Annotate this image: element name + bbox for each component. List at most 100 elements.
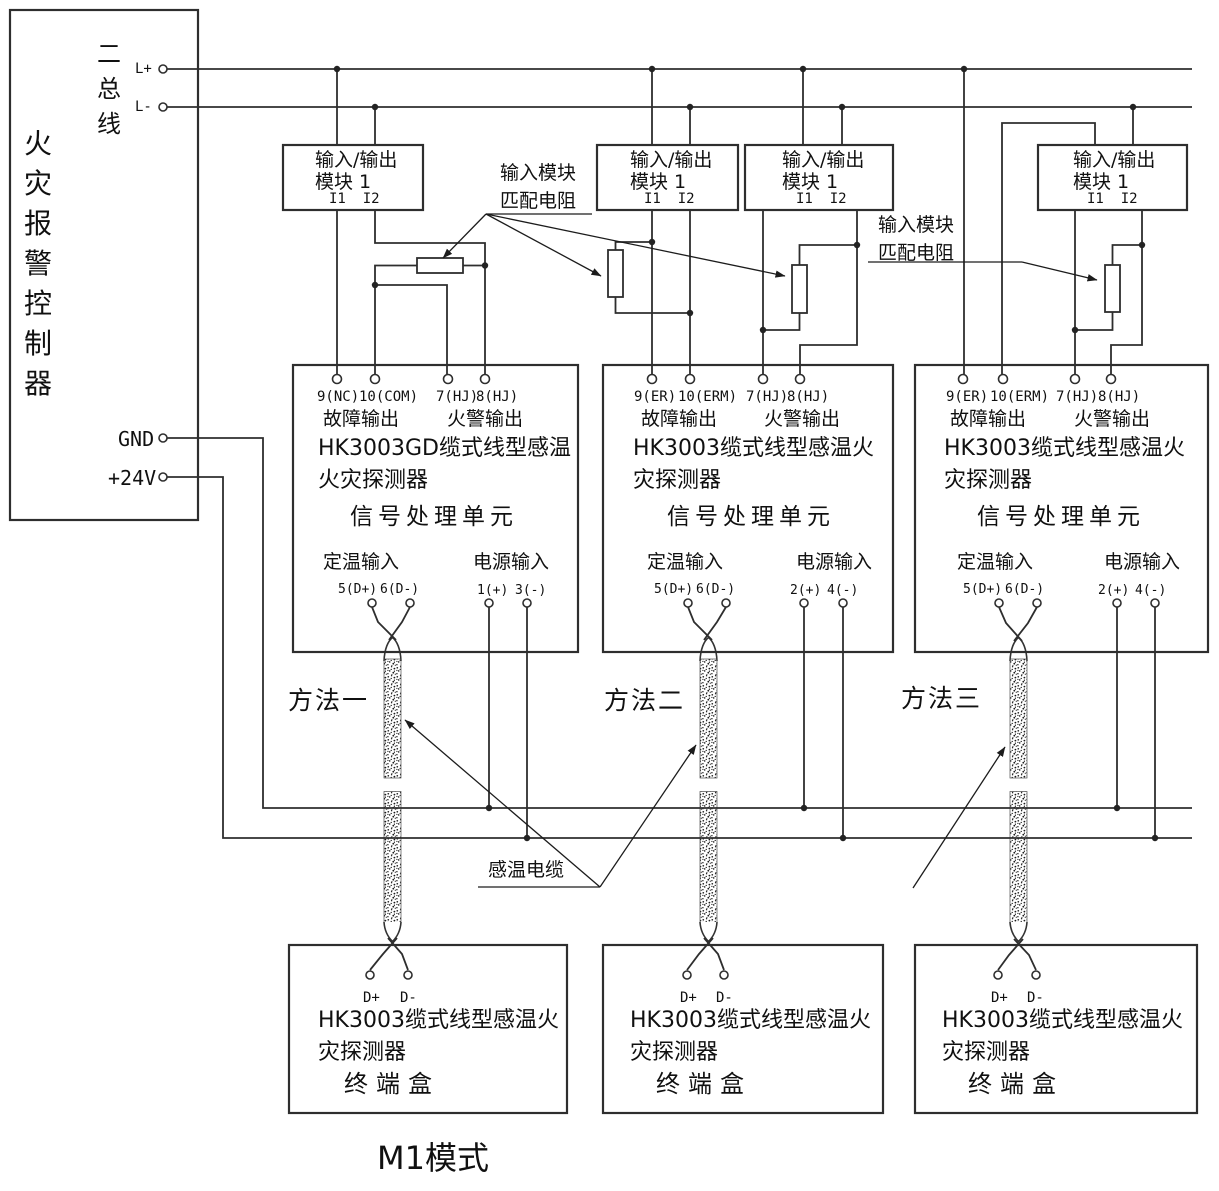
controller-terminals [158,64,168,482]
module4-subtitle: 模块 1 [1073,171,1130,193]
controller-bus-label: 二总线 [97,40,121,138]
detector2-power-terminal-2: 2(+) [790,583,822,598]
detector-bottom-terminals [367,598,1160,608]
module4-wiring [1074,210,1143,375]
cable-label: 感温电缆 [488,859,565,881]
detector3-model-line2: 灾探测器 [944,468,1033,493]
junction-dots [333,65,1159,842]
tbox1-label: 终端盒 [344,1070,440,1098]
detector2-terminal-9: 9(ER) [634,389,677,405]
detector3-fault-label: 故障输出 [950,408,1027,430]
module1-wiring [336,210,486,375]
module4-title: 输入/输出 [1073,149,1156,171]
detector-power-wires [488,607,1156,838]
resistor-note2-leaders [868,261,1098,282]
tbox1-model-line2: 灾探测器 [318,1040,407,1065]
terminal-box-cross-wires [369,937,1037,971]
detector1-terminal-7: 7(HJ) [436,389,479,405]
detector1-fault-label: 故障输出 [323,408,400,430]
tbox2-dminus-label: D- [716,990,733,1006]
detector2-power-terminal-4: 4(-) [827,583,859,598]
loop-bus-lines [167,68,1192,108]
tbox3-dminus-label: D- [1027,990,1044,1006]
module-bus-wires [336,69,1134,375]
sensing-cable-3 [1009,636,1028,943]
detector2-model-line2: 灾探测器 [633,468,722,493]
detector2-fire-label: 火警输出 [764,408,841,430]
detector1-power-terminal-1: 1(+) [477,583,509,598]
terminal-label-lplus: L+ [135,61,152,77]
detector1-terminal-8: 8(HJ) [476,389,519,405]
power-bus-lines [167,437,1192,839]
detector1-model-line1: HK3003GD缆式线型感温 [318,436,571,461]
method3-label: 方法三 [901,684,983,713]
resistor-note2-line1: 输入模块 [878,214,955,236]
detector2-temp-terminal-6: 6(D-) [696,582,736,597]
module4-io-label: I1 I2 [1087,191,1138,207]
detector2-terminal-10: 10(ERM) [678,389,738,405]
detector3-terminal-8: 8(HJ) [1098,389,1141,405]
detector3-model-line1: HK3003缆式线型感温火 [944,436,1185,461]
resistor-note1-leaders [442,213,786,278]
method2-label: 方法二 [604,686,686,715]
detector3-temp-terminal-5: 5(D+) [963,582,1003,597]
module3-io-label: I1 I2 [796,191,847,207]
tbox2-dplus-label: D+ [680,990,697,1006]
detector1-fire-label: 火警输出 [447,408,524,430]
module3-wiring [762,210,858,375]
tbox2-model-line2: 灾探测器 [630,1040,719,1065]
tbox3-model-line2: 灾探测器 [942,1040,1031,1065]
detector1-terminal-9: 9(NC) [317,389,360,405]
detector-cable-cross-wires [371,606,1038,642]
detector1-power-terminal-3: 3(-) [515,583,547,598]
sensing-cable-2 [699,636,718,943]
detector3-terminal-10: 10(ERM) [990,389,1050,405]
detector2-fault-label: 故障输出 [641,408,718,430]
module2-subtitle: 模块 1 [630,171,687,193]
terminal-label-24v: +24V [108,466,157,490]
module2-title: 输入/输出 [630,149,713,171]
io-module-boxes [281,143,1189,212]
detector3-terminal-9: 9(ER) [946,389,989,405]
matching-resistor-4 [1104,264,1121,313]
detector3-temp-terminal-6: 6(D-) [1005,582,1045,597]
detector3-fire-label: 火警输出 [1074,408,1151,430]
matching-resistor-2 [607,249,624,298]
mode-title: M1模式 [377,1139,489,1177]
module1-subtitle: 模块 1 [315,171,372,193]
resistor-note1-line2: 匹配电阻 [500,190,577,212]
detector1-power-label: 电源输入 [473,551,550,573]
detector1-temp-label: 定温输入 [323,551,400,573]
detector3-power-terminal-2: 2(+) [1098,583,1130,598]
module3-subtitle: 模块 1 [782,171,839,193]
tbox3-label: 终端盒 [968,1070,1064,1098]
cable-label-leaders [404,719,1006,889]
matching-resistor-1 [416,257,464,274]
module1-io-label: I1 I2 [329,191,380,207]
detector2-temp-terminal-5: 5(D+) [654,582,694,597]
tbox1-dminus-label: D- [400,990,417,1006]
terminal-box-outlines [287,943,1199,1115]
detector1-terminal-10: 10(COM) [359,389,419,405]
module1-title: 输入/输出 [315,149,398,171]
detector3-power-label: 电源输入 [1104,551,1181,573]
detector-boxes [291,363,1210,654]
controller-box [8,8,200,522]
matching-resistor-3 [791,264,808,314]
terminal-label-lminus: L- [135,99,152,115]
detector2-power-label: 电源输入 [796,551,873,573]
detector2-terminal-7: 7(HJ) [746,389,789,405]
tbox3-model-line1: HK3003缆式线型感温火 [942,1008,1183,1033]
detector1-model-line2: 火灾探测器 [318,468,429,493]
detector2-unit-label: 信号处理单元 [667,504,835,530]
method1-label: 方法一 [288,686,370,715]
tbox2-model-line1: HK3003缆式线型感温火 [630,1008,871,1033]
tbox1-model-line1: HK3003缆式线型感温火 [318,1008,559,1033]
detector1-unit-label: 信号处理单元 [350,504,518,530]
module2-wiring [607,210,691,375]
detector3-terminal-7: 7(HJ) [1056,389,1099,405]
resistor-note1-line1: 输入模块 [500,162,577,184]
detector3-temp-label: 定温输入 [957,551,1034,573]
